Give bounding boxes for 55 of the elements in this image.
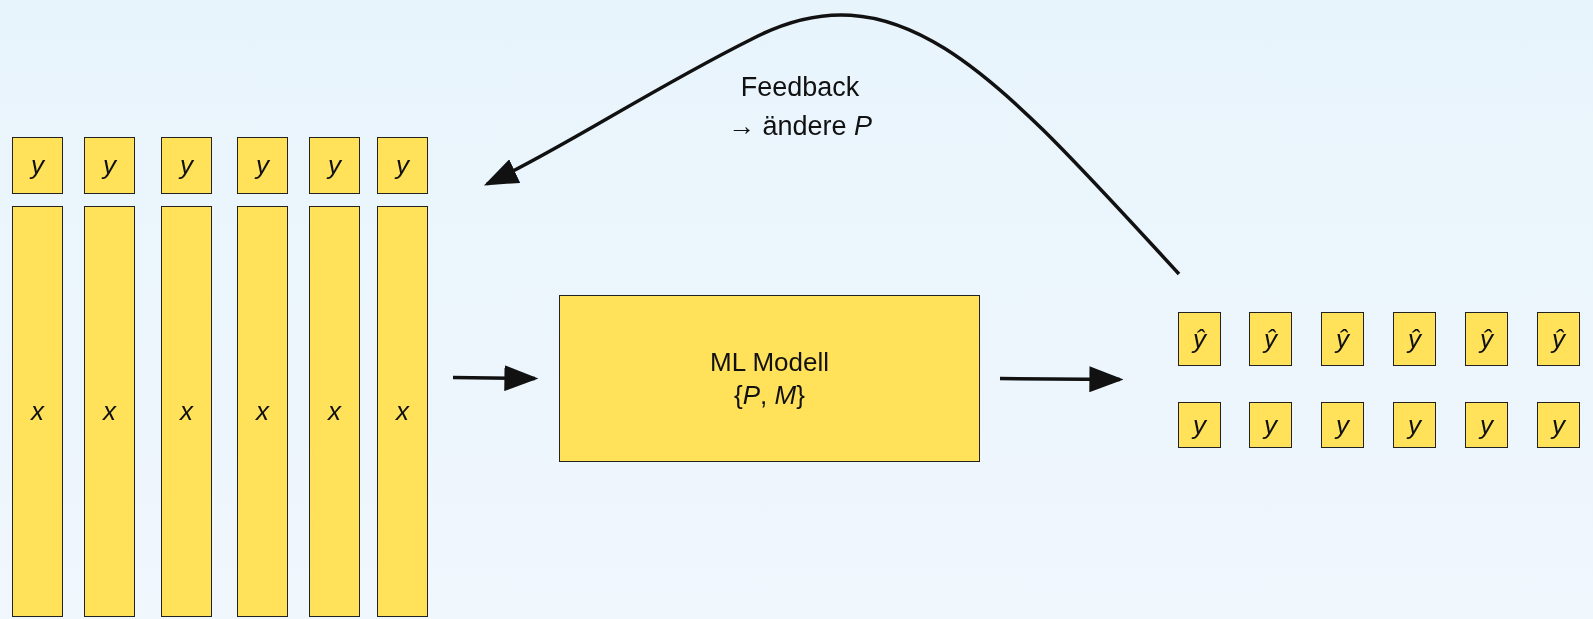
variable-label: x (328, 395, 341, 428)
edge-label: Feedback → ändere P (726, 71, 874, 144)
variable-label: y (328, 149, 341, 182)
model-box (559, 295, 980, 462)
feature-column (161, 206, 212, 617)
arrow (452, 365, 538, 392)
prediction-box (1465, 312, 1508, 366)
variable-label: x (103, 395, 116, 428)
arrow (1000, 366, 1123, 393)
label-box (1465, 402, 1508, 448)
variable-label: x (31, 395, 44, 428)
feature-column (84, 206, 135, 617)
prediction-box (1537, 312, 1580, 366)
variable-label: x (256, 395, 269, 428)
prediction-box (1321, 312, 1364, 366)
variable-label: ŷ (1264, 322, 1277, 356)
prediction-box (1249, 312, 1292, 366)
label-box (1249, 402, 1292, 448)
label-box (161, 137, 212, 194)
parameter-text: {P, M} (734, 378, 805, 411)
variable-label: x (396, 395, 409, 428)
variable-label: y (180, 149, 193, 182)
variable-label: y (256, 149, 269, 182)
feature-column (377, 206, 428, 617)
label-box (377, 137, 428, 194)
variable-label: ŷ (1336, 322, 1349, 356)
variable-label: ŷ (1480, 322, 1493, 356)
label-box (12, 137, 63, 194)
feature-column (12, 206, 63, 617)
variable-label: ŷ (1552, 322, 1565, 356)
variable-label: y (1552, 408, 1565, 442)
variable-label: y (31, 149, 44, 182)
variable-label: y (1193, 408, 1206, 442)
label-box (237, 137, 288, 194)
label-box (1393, 402, 1436, 448)
variable-label: y (103, 149, 116, 182)
label-box (1321, 402, 1364, 448)
feature-column (237, 206, 288, 617)
prediction-box (1178, 312, 1221, 366)
variable-label: y (1408, 408, 1421, 442)
label-box (309, 137, 360, 194)
variable-label: ŷ (1193, 322, 1206, 356)
prediction-box (1393, 312, 1436, 366)
variable-label: ŷ (1408, 322, 1421, 356)
label-box (1537, 402, 1580, 448)
label-box (1178, 402, 1221, 448)
feedback-arrow (484, 13, 1181, 276)
variable-label: y (1336, 408, 1349, 442)
label-box (84, 137, 135, 194)
feature-column (309, 206, 360, 617)
variable-label: x (180, 395, 193, 428)
variable-label: y (1480, 408, 1493, 442)
variable-label: y (1264, 408, 1277, 442)
variable-label: y (396, 149, 409, 182)
model-title: ML Modell (710, 346, 829, 379)
